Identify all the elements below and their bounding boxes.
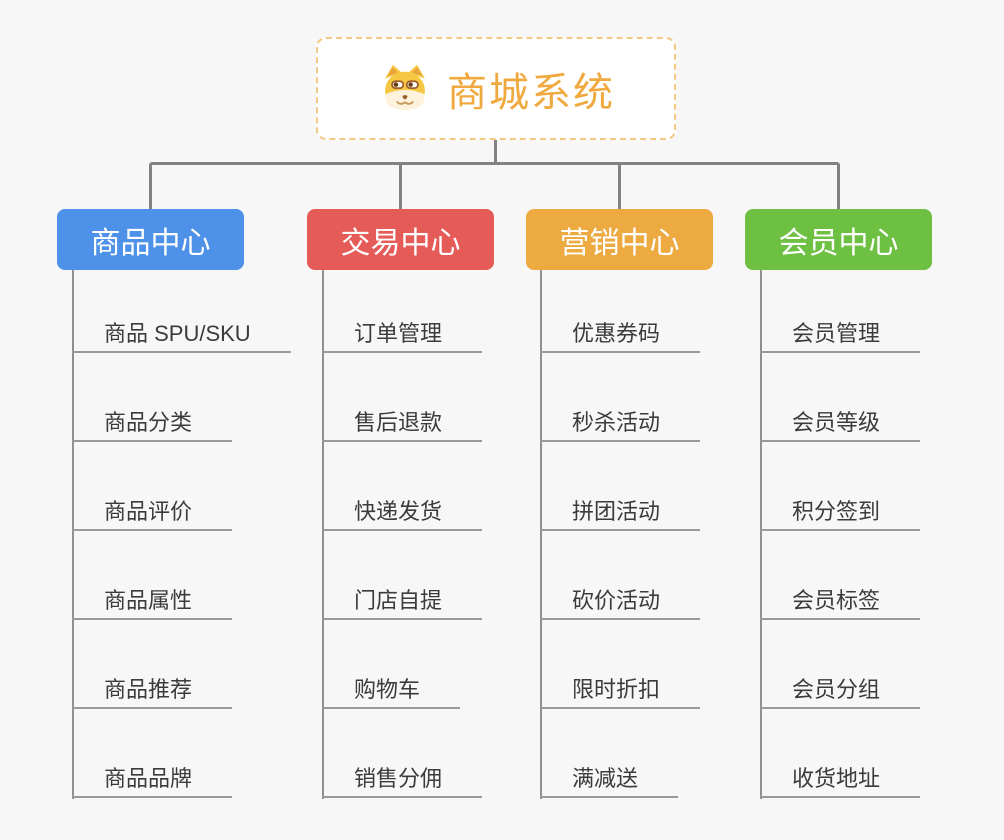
leaf-node[interactable]: 快递发货 — [322, 495, 483, 531]
leaf-node[interactable]: 积分签到 — [760, 495, 921, 531]
leaf-node[interactable]: 销售分佣 — [322, 762, 483, 798]
root-title: 商城系统 — [447, 70, 615, 115]
leaf-node[interactable]: 优惠券码 — [540, 317, 701, 353]
leaf-node[interactable]: 满减送 — [540, 762, 679, 798]
leaf-node[interactable]: 拼团活动 — [540, 495, 701, 531]
leaf-node[interactable]: 订单管理 — [322, 317, 483, 353]
leaf-node[interactable]: 商品品牌 — [72, 762, 233, 798]
leaf-node[interactable]: 商品推荐 — [72, 673, 233, 709]
leaf-node[interactable]: 商品分类 — [72, 406, 233, 442]
leaf-node[interactable]: 会员分组 — [760, 673, 921, 709]
leaf-node[interactable]: 商品 SPU/SKU — [72, 317, 291, 353]
leaf-node[interactable]: 门店自提 — [322, 584, 483, 620]
leaf-node[interactable]: 售后退款 — [322, 406, 483, 442]
leaf-node[interactable]: 收货地址 — [760, 762, 921, 798]
branch-header-product[interactable]: 商品中心 — [57, 209, 244, 270]
leaf-node[interactable]: 会员等级 — [760, 406, 921, 442]
branch-header-trade[interactable]: 交易中心 — [307, 209, 494, 270]
branch-header-member[interactable]: 会员中心 — [745, 209, 932, 270]
branch-header-marketing[interactable]: 营销中心 — [526, 209, 713, 270]
branch-trunk-line — [322, 270, 324, 799]
branch-trunk-line — [72, 270, 74, 799]
leaf-node[interactable]: 购物车 — [322, 673, 461, 709]
doge-icon — [377, 63, 433, 115]
leaf-node[interactable]: 商品属性 — [72, 584, 233, 620]
leaf-node[interactable]: 商品评价 — [72, 495, 233, 531]
leaf-node[interactable]: 秒杀活动 — [540, 406, 701, 442]
leaf-node[interactable]: 限时折扣 — [540, 673, 701, 709]
leaf-node[interactable]: 砍价活动 — [540, 584, 701, 620]
branch-trunk-line — [760, 270, 762, 799]
leaf-node[interactable]: 会员标签 — [760, 584, 921, 620]
root-node[interactable]: 商城系统 — [316, 37, 676, 140]
leaf-node[interactable]: 会员管理 — [760, 317, 921, 353]
branch-trunk-line — [540, 270, 542, 799]
